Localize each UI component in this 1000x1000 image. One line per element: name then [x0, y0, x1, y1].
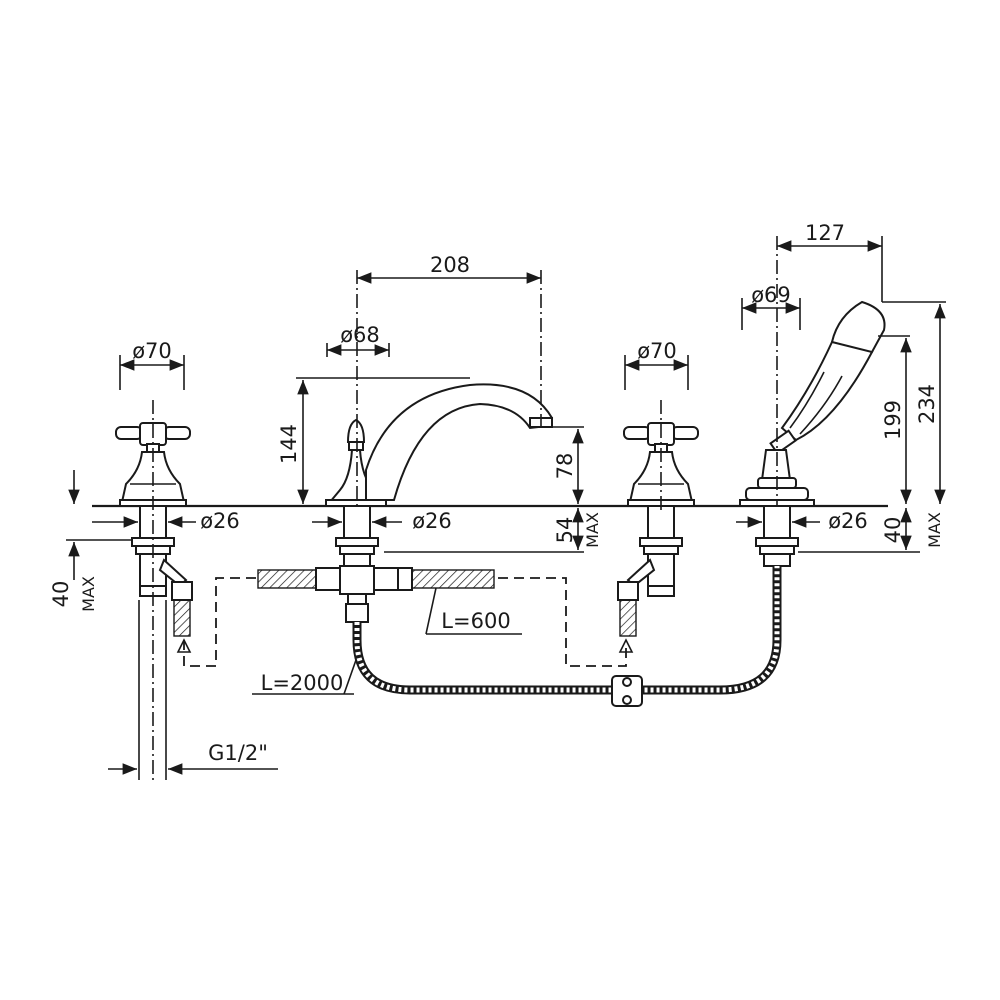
center-spout [257, 383, 554, 623]
dim-center-max-value: 54 [553, 517, 577, 544]
label-hose-600: L=600 [441, 609, 510, 633]
dim-right-max-value: 40 [881, 517, 905, 544]
dim-right-shank-diameter: ø26 [828, 509, 868, 533]
dim-left-max-label: MAX [79, 576, 98, 612]
dim-right-handle-diameter: ø70 [637, 339, 677, 363]
dim-left-max-value: 40 [49, 581, 73, 608]
dim-spout-diameter: ø68 [340, 323, 380, 347]
hose-clip [611, 675, 643, 707]
label-thread: G1/2" [208, 741, 268, 765]
dim-right-max-label: MAX [925, 512, 944, 548]
dim-shower-height-inner: 199 [881, 400, 905, 440]
dim-center-shank-diameter: ø26 [412, 509, 452, 533]
left-valve [115, 422, 193, 637]
dim-left-shank-diameter: ø26 [200, 509, 240, 533]
dim-shower-offset: 127 [805, 221, 845, 245]
dim-spout-outlet-height: 78 [553, 453, 577, 480]
dim-spout-height: 144 [277, 424, 301, 464]
dim-center-max-label: MAX [583, 512, 602, 548]
dim-spout-reach: 208 [430, 253, 470, 277]
label-hose-2000: L=2000 [261, 671, 344, 695]
right-valve [617, 422, 699, 637]
dim-left-handle-diameter: ø70 [132, 339, 172, 363]
dim-shower-diameter: ø69 [751, 283, 791, 307]
dim-shower-height-outer: 234 [915, 384, 939, 424]
